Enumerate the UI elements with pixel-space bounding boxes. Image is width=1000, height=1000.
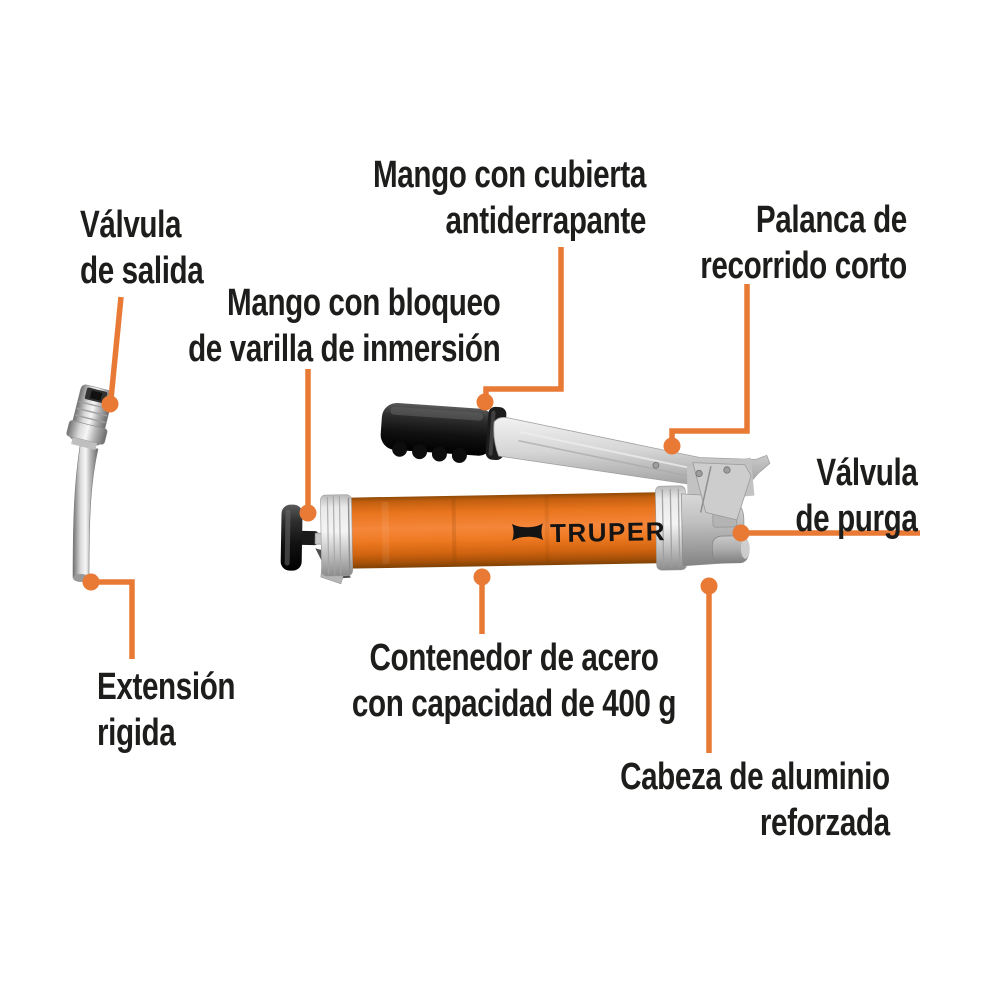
label-valvula-de-salida: Válvula de salida xyxy=(80,204,204,292)
purge-valve xyxy=(711,535,750,564)
dot-extension xyxy=(82,573,100,591)
label-valvula-de-purga: Válvula de purga xyxy=(794,452,917,540)
steel-container xyxy=(345,492,669,569)
label-palanca-recorrido-corto: Palanca de recorrido corto xyxy=(700,199,907,287)
label-mango-con-bloqueo: Mango con bloqueo de varilla de inmersió… xyxy=(187,282,501,370)
rigid-extension xyxy=(66,384,114,582)
label-mango-con-cubierta: Mango con cubierta antiderrapante xyxy=(373,154,646,242)
extension-tube xyxy=(72,445,99,579)
t-handle-bar xyxy=(280,504,303,571)
brand-logo-icon xyxy=(511,523,544,541)
dot-mango-cubierta xyxy=(476,393,494,411)
brand-logo: TRUPER xyxy=(511,516,666,548)
leader-extension xyxy=(95,579,135,659)
aluminium-head xyxy=(655,457,755,571)
dot-palanca xyxy=(663,437,681,455)
label-cabeza-de-aluminio: Cabeza de aluminio reforzada xyxy=(620,756,890,844)
leader-mango-cubierta xyxy=(483,247,564,397)
leader-valvula-salida xyxy=(108,296,124,400)
grease-gun-body: TRUPER xyxy=(280,402,771,585)
brand-logo-text: TRUPER xyxy=(550,516,666,548)
label-extension-rigida: Extensión rigida xyxy=(97,666,236,754)
dot-mango-bloqueo xyxy=(299,504,317,522)
dot-cabeza xyxy=(700,577,718,595)
callout-leader-lines xyxy=(82,247,920,753)
barrel-end-cap xyxy=(320,494,353,577)
dot-contenedor xyxy=(473,568,491,586)
dot-valvula-purga xyxy=(732,524,750,542)
leader-palanca xyxy=(669,284,750,441)
label-contenedor-de-acero: Contenedor de acero con capacidad de 400… xyxy=(351,637,677,725)
dot-valvula-salida xyxy=(101,395,119,413)
lever-linkage xyxy=(692,462,752,521)
